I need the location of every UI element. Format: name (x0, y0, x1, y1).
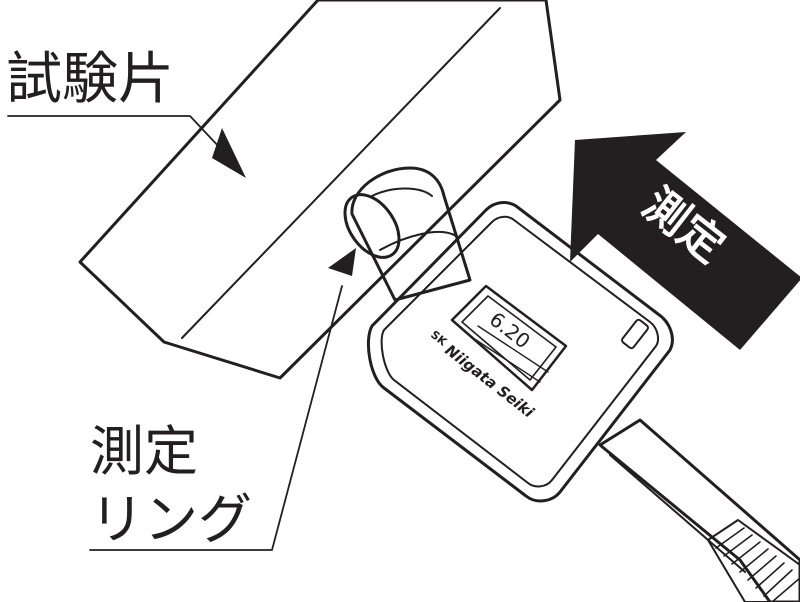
ring-leader (89, 248, 356, 551)
direction-arrow: 測定 (570, 132, 800, 350)
specimen-arrowhead (212, 128, 246, 178)
brand-mark: SK (428, 328, 449, 349)
measuring-ring (343, 166, 472, 302)
specimen-label: 試験片 (6, 47, 174, 112)
measure-ring-label-line2: リング (90, 488, 252, 551)
specimen-plate (78, 0, 562, 380)
grip-knurl (707, 519, 800, 602)
side-button (621, 318, 649, 350)
gauge-handle (598, 418, 800, 602)
measure-ring-label-line1: 測定 (90, 420, 198, 483)
specimen-leader (7, 115, 246, 178)
ring-arrowhead (328, 248, 356, 276)
